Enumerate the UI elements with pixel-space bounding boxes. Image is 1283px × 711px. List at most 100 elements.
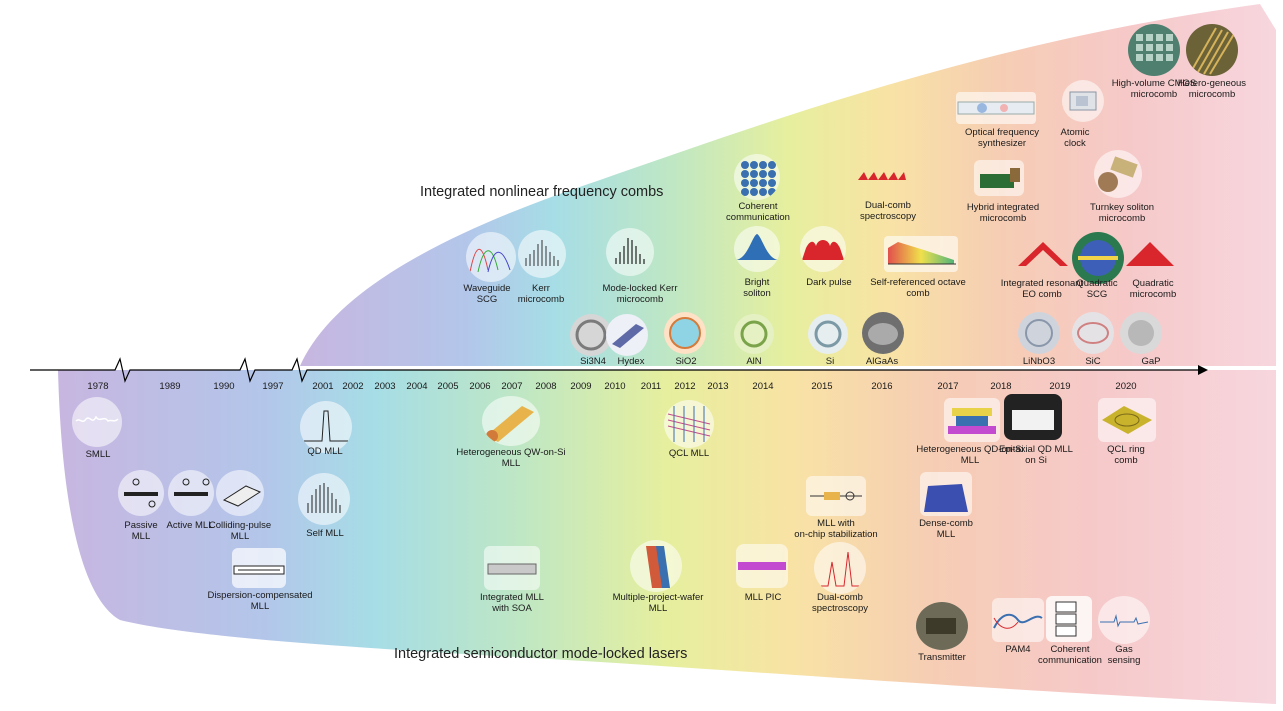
label-pam4: PAM4 — [1005, 644, 1031, 655]
quadratic-microcomb-spectrum-icon — [1124, 232, 1176, 276]
transmitter-chip-photo-icon — [916, 602, 968, 650]
dark-pulse-spectrum-icon — [800, 226, 846, 272]
year-2016: 2016 — [871, 381, 893, 392]
year-2014: 2014 — [752, 381, 774, 392]
aln-material-icon — [734, 314, 774, 354]
sic-material-icon — [1072, 312, 1114, 354]
year-2009: 2009 — [570, 381, 592, 392]
cmos-wafer-icon — [1128, 24, 1180, 76]
coherent-communication-constellation-icon — [734, 154, 780, 200]
label-smll: SMLL — [85, 449, 111, 460]
year-2003: 2003 — [374, 381, 396, 392]
year-1997: 1997 — [262, 381, 284, 392]
label-qd-mll: QD MLL — [307, 446, 343, 457]
octave-comb-spectrum-icon — [884, 236, 958, 272]
heterogeneous-wafer-icon — [1186, 24, 1238, 76]
year-2015: 2015 — [811, 381, 833, 392]
passive-mll-diagram-icon — [118, 470, 164, 516]
gas-sensing-spectrum-icon — [1098, 596, 1150, 644]
dual-comb-spectrum-icon — [856, 150, 908, 190]
heading-mode-locked-lasers: Integrated semiconductor mode-locked las… — [394, 646, 688, 662]
eo-comb-spectrum-icon — [1016, 232, 1070, 276]
year-2005: 2005 — [437, 381, 459, 392]
qw-on-si-device-icon — [482, 396, 540, 446]
mll-pic-chip-icon — [736, 544, 788, 588]
si3n4-material-icon — [570, 314, 612, 356]
bright-soliton-spectrum-icon — [734, 226, 780, 272]
label-qcl-mll: QCL MLL — [668, 448, 710, 459]
year-2006: 2006 — [469, 381, 491, 392]
coherent-transceiver-diagram-icon — [1046, 596, 1092, 642]
year-2010: 2010 — [604, 381, 626, 392]
label-algaas: AlGaAs — [865, 356, 899, 367]
epitaxial-qd-sem-icon — [1004, 394, 1062, 440]
label-si: Si — [825, 356, 835, 367]
timeline-axis — [30, 357, 1200, 383]
pam4-eye-diagram-icon — [992, 598, 1044, 642]
year-2004: 2004 — [406, 381, 428, 392]
year-2008: 2008 — [535, 381, 557, 392]
label-si3n4: Si3N4 — [580, 356, 606, 367]
label-transmitter: Transmitter — [918, 652, 966, 663]
on-chip-stabilization-diagram-icon — [806, 476, 866, 516]
year-1990: 1990 — [213, 381, 235, 392]
mpw-mll-chip-icon — [630, 540, 682, 592]
year-2002: 2002 — [342, 381, 364, 392]
integrated-mll-soa-device-icon — [484, 546, 540, 590]
year-2020: 2020 — [1115, 381, 1137, 392]
label-hydex: Hydex — [617, 356, 645, 367]
atomic-clock-chip-icon — [1062, 80, 1104, 122]
hydex-material-icon — [606, 314, 648, 356]
year-2007: 2007 — [501, 381, 523, 392]
self-mll-spectrum-icon — [298, 473, 350, 525]
smll-waveform-icon — [72, 397, 122, 447]
year-2012: 2012 — [674, 381, 696, 392]
kerr-microcomb-spectrum-icon — [518, 230, 566, 278]
qcl-mll-device-icon — [664, 400, 714, 448]
year-1989: 1989 — [159, 381, 181, 392]
label-dark-pulse: Dark pulse — [806, 277, 852, 288]
waveguide-scg-spectrum-icon — [466, 232, 516, 282]
gap-material-icon — [1120, 312, 1162, 354]
heading-nonlinear-combs: Integrated nonlinear frequency combs — [420, 184, 664, 200]
label-sic: SiC — [1085, 356, 1101, 367]
mll-band — [58, 370, 1276, 704]
label-mll-pic: MLL PIC — [744, 592, 782, 603]
mode-locked-kerr-spectrum-icon — [606, 228, 654, 276]
active-mll-diagram-icon — [168, 470, 214, 516]
year-2017: 2017 — [937, 381, 959, 392]
frequency-synthesizer-chip-icon — [956, 92, 1036, 124]
year-2001: 2001 — [312, 381, 334, 392]
label-active-mll: Active MLL — [166, 520, 214, 531]
axis-arrowhead — [1198, 365, 1208, 375]
qd-on-si-device-icon — [944, 398, 1000, 442]
year-2019: 2019 — [1049, 381, 1071, 392]
turnkey-soliton-device-icon — [1094, 150, 1142, 198]
